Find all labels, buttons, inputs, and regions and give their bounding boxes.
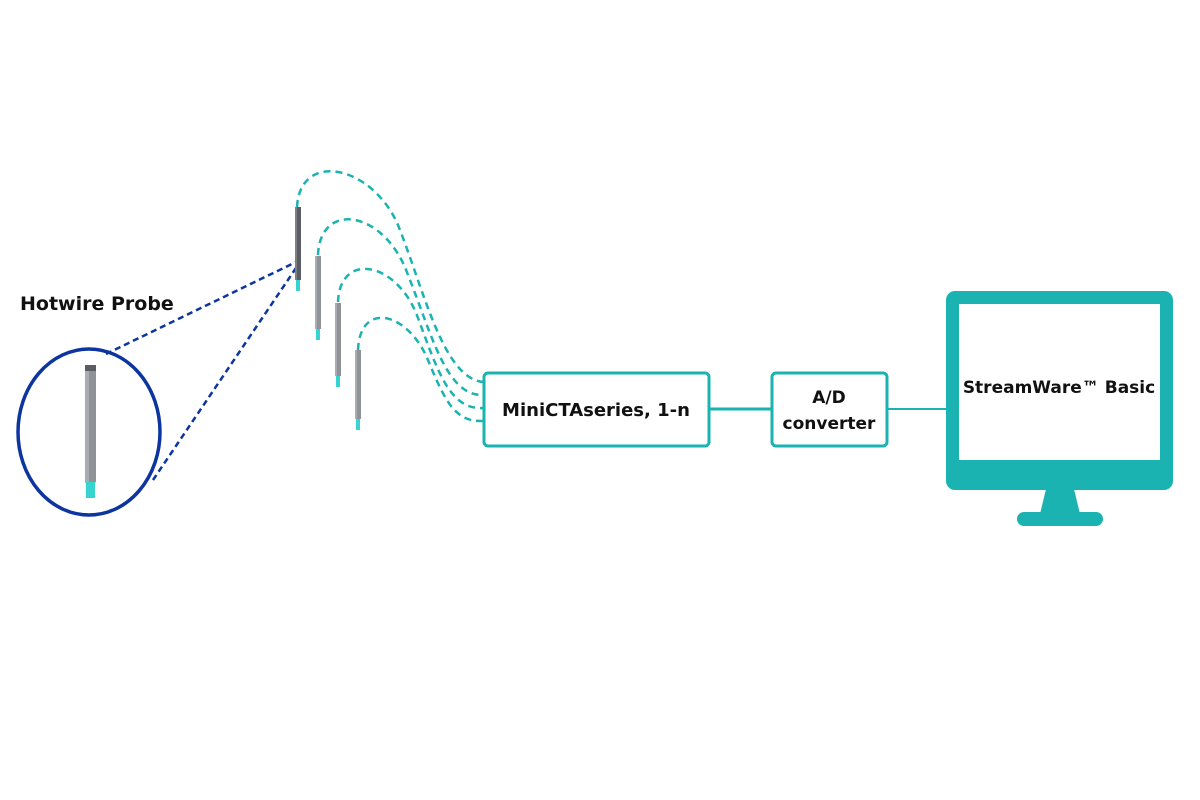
hotwire-probe-icon xyxy=(295,207,301,291)
probe-cable-1 xyxy=(295,170,484,384)
enlarged-probe-icon xyxy=(85,365,96,498)
zoom-connector-bottom xyxy=(151,267,298,481)
hotwire-probe-icon xyxy=(335,303,341,387)
computer-monitor-icon: StreamWare™ Basic xyxy=(946,291,1173,526)
monitor-stand xyxy=(1040,489,1080,514)
ad-label-line2: converter xyxy=(783,414,877,434)
hotwire-probe-label: Hotwire Probe xyxy=(20,293,174,315)
hotwire-probe-icon xyxy=(315,256,321,340)
monitor-base xyxy=(1017,512,1103,526)
monitor-screen xyxy=(959,304,1160,460)
hotwire-probe-icon xyxy=(355,350,361,430)
minicta-box: MiniCTAseries, 1-n xyxy=(482,371,711,448)
probe-cables xyxy=(295,170,484,423)
probe-cable-2 xyxy=(316,218,484,397)
zoom-circle-icon xyxy=(16,347,162,517)
minicta-label: MiniCTAseries, 1-n xyxy=(502,400,690,421)
zoom-connector-top xyxy=(105,260,297,356)
monitor-screen-label: StreamWare™ Basic xyxy=(963,378,1155,398)
ad-converter-box: A/D converter xyxy=(770,371,889,448)
probe-cable-3 xyxy=(336,267,484,410)
ad-label-line1: A/D xyxy=(812,388,845,408)
probe-cable-4 xyxy=(356,316,484,423)
